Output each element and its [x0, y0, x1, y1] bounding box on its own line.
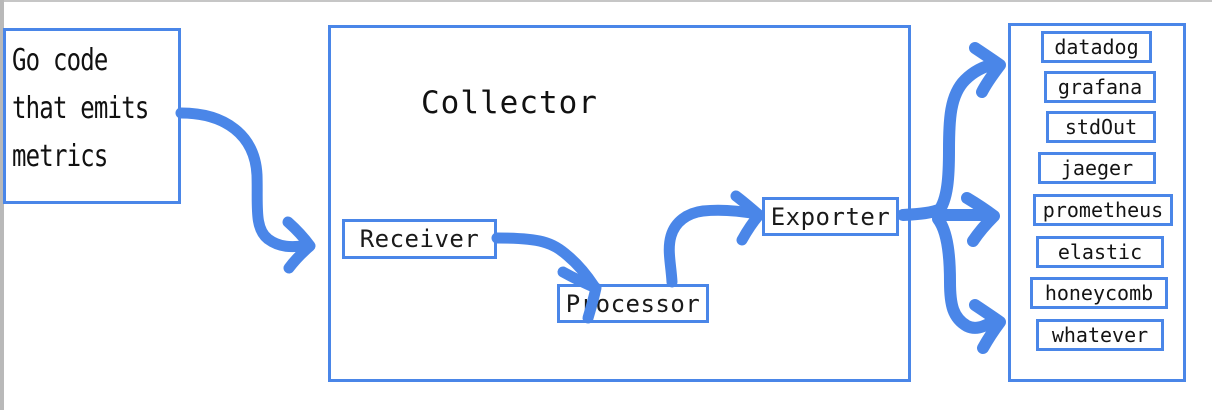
backend-label: whatever: [1051, 323, 1149, 347]
backend-box-whatever: whatever: [1036, 319, 1164, 351]
exporter-box: Exporter: [762, 197, 899, 236]
processor-label: Processor: [565, 289, 701, 318]
arrow-exporter-fanout: [897, 42, 1006, 354]
backend-box-honeycomb: honeycomb: [1030, 277, 1168, 309]
backend-label: honeycomb: [1044, 281, 1154, 305]
receiver-label: Receiver: [359, 225, 480, 253]
window-left-edge: [0, 0, 4, 410]
receiver-box: Receiver: [342, 219, 497, 259]
backend-box-stdout: stdOut: [1046, 111, 1156, 143]
backend-label: stdOut: [1064, 115, 1138, 139]
backend-label: elastic: [1057, 240, 1143, 264]
exporter-label: Exporter: [770, 202, 891, 231]
backend-box-grafana: grafana: [1044, 71, 1156, 103]
backend-box-datadog: datadog: [1041, 31, 1152, 63]
window-top-edge: [4, 0, 1212, 2]
processor-box: Processor: [557, 284, 709, 323]
source-code-box: Go code that emits metrics: [3, 28, 181, 204]
arrow-source-to-receiver: [175, 107, 316, 274]
backend-label: prometheus: [1042, 198, 1164, 222]
backend-label: grafana: [1057, 75, 1143, 99]
backend-box-jaeger: jaeger: [1038, 152, 1156, 184]
backend-box-prometheus: prometheus: [1033, 194, 1173, 226]
backend-label: jaeger: [1060, 156, 1134, 180]
backend-label: datadog: [1054, 35, 1139, 59]
source-code-label: Go code that emits metrics: [12, 43, 149, 174]
collector-title: Collector: [421, 85, 598, 121]
backend-box-elastic: elastic: [1036, 236, 1164, 268]
